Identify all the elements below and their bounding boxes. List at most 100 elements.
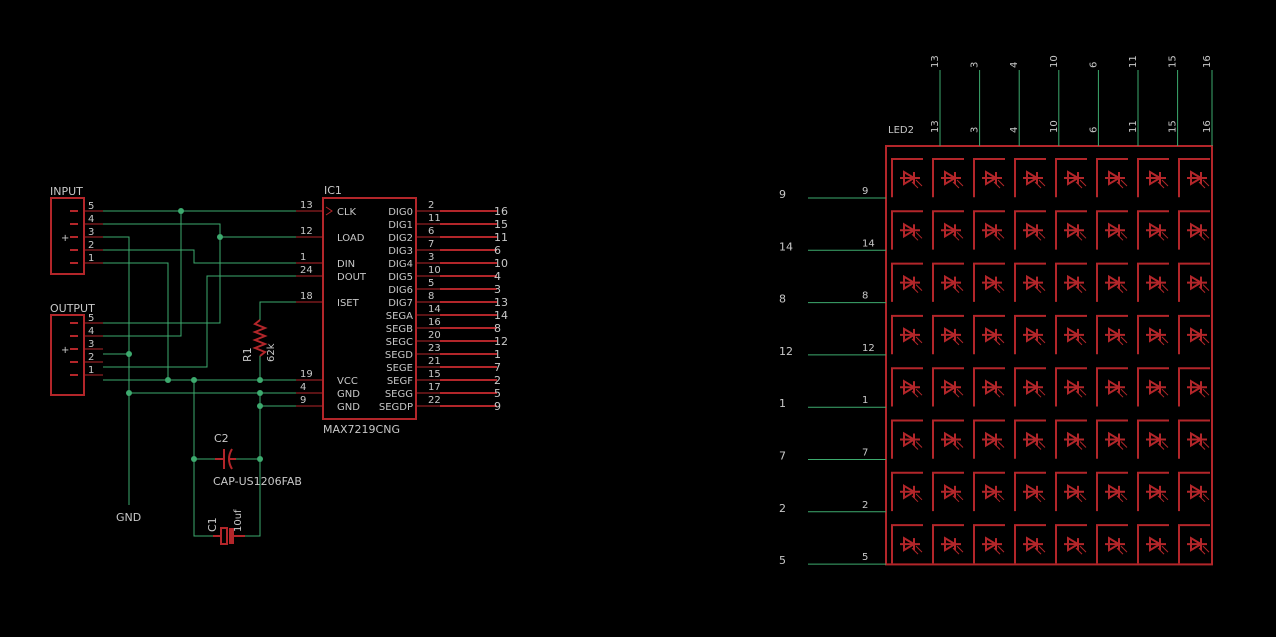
led-light-arrow-icon	[1198, 286, 1206, 293]
resistor-r1[interactable]: R1 62k	[241, 319, 277, 362]
led-light-arrow-icon	[1038, 388, 1046, 396]
led-wiring	[891, 367, 923, 407]
matrix-row-pin-number: 8	[862, 291, 868, 302]
led-wiring	[973, 262, 1005, 302]
led-light-arrow-icon	[1079, 284, 1087, 291]
led-cell	[1014, 524, 1046, 564]
ic-max7219[interactable]: IC1 MAX7219CNG 13CLK12LOAD1DIN24DOUT18IS…	[296, 184, 508, 436]
led-diode-icon	[1190, 170, 1203, 186]
r1-name: R1	[241, 347, 254, 362]
led-light-arrow-icon	[1116, 233, 1124, 241]
capacitor-c1[interactable]: C1 10uf	[206, 509, 245, 545]
led-diode-icon	[903, 222, 916, 239]
led-diode-icon	[1108, 431, 1121, 448]
led-wiring	[1096, 210, 1128, 250]
ic-right-bus-label: 5	[494, 387, 501, 400]
led-light-arrow-icon	[993, 286, 1001, 293]
matrix-row-pin-number: 7	[862, 448, 868, 459]
led-wiring	[1178, 158, 1210, 198]
led-light-arrow-icon	[1075, 181, 1083, 189]
led-light-arrow-icon	[1157, 338, 1165, 346]
ic-right-pin-label: DIG7	[388, 298, 413, 309]
led-light-arrow-icon	[915, 441, 923, 448]
matrix-name: LED2	[888, 125, 914, 136]
led-light-arrow-icon	[952, 390, 960, 398]
wire-dout	[103, 275, 323, 368]
led-light-arrow-icon	[997, 179, 1005, 187]
led-cell	[1137, 524, 1169, 564]
matrix-column-bus-label: 16	[1202, 55, 1213, 68]
led-cell	[1178, 524, 1210, 564]
led-light-arrow-icon	[952, 286, 960, 293]
matrix-row-bus-label: 2	[779, 502, 786, 515]
led-light-arrow-icon	[915, 231, 923, 239]
led-cell	[1014, 314, 1046, 355]
ic-right-bus-label: 1	[494, 348, 501, 361]
led-wiring	[1137, 471, 1169, 512]
led-diode-icon	[1067, 431, 1080, 448]
led-wiring	[973, 367, 1005, 407]
led-light-arrow-icon	[1038, 441, 1046, 448]
led-light-arrow-icon	[956, 284, 964, 291]
led-light-arrow-icon	[1161, 441, 1169, 448]
led-light-arrow-icon	[1075, 233, 1083, 241]
ic-right-pin-label: DIG1	[388, 220, 413, 231]
led-light-arrow-icon	[1034, 286, 1042, 293]
led-cell	[1137, 158, 1169, 198]
matrix-row-pin-number: 14	[862, 238, 875, 249]
led-cell	[1014, 210, 1046, 250]
led-cell	[932, 419, 964, 459]
led-wiring	[973, 314, 1005, 355]
ic-right-pin-number: 10	[428, 265, 441, 276]
led-wiring	[1096, 158, 1128, 198]
led-cell	[891, 262, 923, 302]
matrix-column-bus-label: 6	[1088, 62, 1099, 68]
led-wiring	[1055, 419, 1087, 459]
led-diode-icon	[1190, 484, 1203, 500]
ic-left-pin-label: DOUT	[337, 272, 367, 283]
led-light-arrow-icon	[1161, 179, 1169, 187]
led-wiring	[973, 158, 1005, 198]
led-light-arrow-icon	[952, 233, 960, 241]
c2-value: CAP-US1206FAB	[213, 475, 302, 488]
input-connector-body	[50, 197, 85, 275]
led-light-arrow-icon	[1202, 284, 1210, 291]
matrix-column-pin-number: 4	[1009, 127, 1020, 133]
led-cell	[891, 210, 923, 250]
capacitor-c2[interactable]: C2 CAP-US1206FAB	[213, 432, 302, 488]
led-cell	[891, 158, 923, 198]
led-wiring	[1137, 158, 1169, 198]
led-light-arrow-icon	[915, 179, 923, 187]
ic-right-pin-number: 11	[428, 213, 441, 224]
ic-left-pin-number: 1	[300, 252, 306, 263]
led-light-arrow-icon	[956, 231, 964, 239]
led-cell	[1137, 210, 1169, 250]
ic-left-pin-label: GND	[337, 402, 360, 413]
led-diode-icon	[985, 484, 998, 500]
led-diode-icon	[903, 170, 916, 186]
led-light-arrow-icon	[1116, 286, 1124, 293]
connector-pin-number: 5	[88, 201, 94, 212]
led-diode-icon	[985, 431, 998, 448]
led-wiring	[1137, 314, 1169, 355]
led-light-arrow-icon	[997, 388, 1005, 396]
resistor-r1-body	[252, 319, 268, 357]
matrix-row-bus-label: 12	[779, 345, 793, 358]
led-diode-icon	[985, 536, 998, 552]
led-light-arrow-icon	[997, 336, 1005, 344]
ic-right-bus-label: 11	[494, 231, 508, 244]
led-diode-icon	[1108, 379, 1121, 395]
led-light-arrow-icon	[915, 336, 923, 344]
ic-right-pin-label: DIG3	[388, 246, 413, 257]
led-wiring	[932, 314, 964, 355]
led-light-arrow-icon	[1120, 231, 1128, 239]
led-diode-icon	[944, 431, 957, 448]
led-light-arrow-icon	[1038, 179, 1046, 187]
led-diode-icon	[1190, 431, 1203, 448]
ic-right-pin-number: 15	[428, 369, 441, 380]
